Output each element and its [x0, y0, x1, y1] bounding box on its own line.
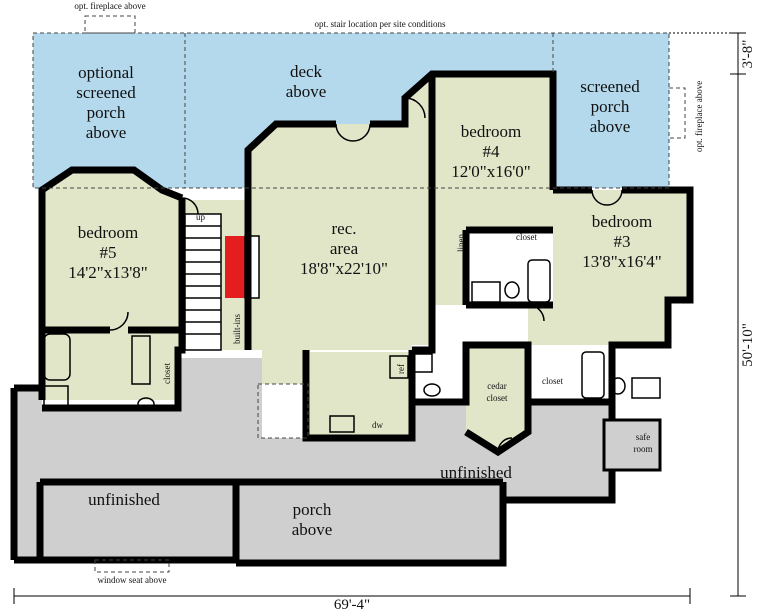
door-b3-porch[interactable]	[591, 189, 608, 206]
bedroom5-label-2: #5	[100, 243, 117, 262]
cedar-closet-label-2: closet	[487, 393, 508, 403]
fireplace-right-outline	[668, 87, 686, 139]
deck-label-1: deck	[290, 62, 323, 81]
porch-above-label-2: above	[292, 520, 333, 539]
bathtub-b4-icon	[527, 259, 551, 303]
bedroom4-label-3: 12'0"x16'0"	[451, 162, 531, 181]
safe-room-box	[602, 418, 662, 472]
room-fills	[42, 74, 690, 452]
window-seat-outline	[94, 559, 170, 573]
fireplace-top-outline	[84, 15, 136, 34]
toilet-hall-icon	[423, 383, 441, 397]
door-b5-bath[interactable]	[109, 311, 129, 331]
linen-label: linen	[456, 234, 466, 252]
optional-porch-label-1: optional	[78, 63, 134, 82]
closet-b3-label: closet	[542, 376, 563, 386]
cedar-closet-label-1: cedar	[487, 381, 506, 391]
rec-area-label-1: rec.	[331, 219, 356, 238]
optional-porch-label-4: above	[86, 123, 127, 142]
sink-hall-icon	[413, 353, 433, 373]
unfinished-area	[14, 358, 612, 563]
optional-porch-label-3: porch	[87, 103, 126, 122]
deck-label-2: above	[286, 82, 327, 101]
stair-option-outline	[257, 383, 309, 439]
door-b5-porch[interactable]	[181, 197, 199, 215]
toilet-b5-icon	[137, 397, 155, 411]
staircase[interactable]	[184, 213, 222, 351]
bedroom4-label-1: bedroom	[461, 122, 521, 141]
fireplace-right-note: opt. fireplace above	[694, 81, 704, 152]
unfinished-left-fill	[40, 430, 240, 560]
door-rec-deck-2[interactable]	[352, 123, 371, 142]
fireplace-top-note: opt. fireplace above	[74, 1, 145, 11]
up-label: up	[196, 212, 206, 222]
ref-label: ref	[396, 364, 406, 374]
bedroom5-fill	[42, 170, 182, 400]
bedroom3-label-3: 13'8"x16'4"	[582, 252, 662, 271]
bedroom5-label-3: 14'2"x13'8"	[68, 263, 148, 282]
fixtures	[43, 259, 662, 472]
room-labels: optional screened porch above deck above…	[68, 62, 662, 539]
bedroom3-label-2: #3	[614, 232, 631, 251]
depth-dimension: 50'-10"	[740, 323, 756, 367]
porch-outlines	[32, 15, 686, 573]
width-dimension: 69'-4"	[334, 597, 370, 613]
sink-b4-icon	[471, 281, 501, 303]
porch-depth-dimension: 3'-8"	[740, 40, 756, 69]
bedroom5-label-1: bedroom	[78, 223, 138, 242]
door-b4-deck[interactable]	[404, 97, 426, 119]
screened-porch-label-3: above	[590, 117, 631, 136]
bedroom3-label-1: bedroom	[592, 212, 652, 231]
screened-porch-label-1: screened	[580, 77, 640, 96]
rec-area-label-3: 18'8"x22'10"	[300, 259, 388, 278]
notes: opt. fireplace above opt. stair location…	[74, 1, 704, 585]
safe-room-label-2: room	[634, 444, 653, 454]
sink-b3-icon	[631, 377, 661, 399]
cedar-closet-fill	[466, 345, 528, 452]
door-b3-hall[interactable]	[527, 304, 545, 322]
dimension-lines	[13, 32, 746, 604]
door-rec-deck[interactable]	[335, 123, 354, 142]
unfinished-right-fill	[236, 440, 612, 502]
door-cedar[interactable]	[497, 437, 513, 453]
bathtub-icon	[43, 333, 71, 381]
bedroom3-fill	[528, 190, 690, 345]
fireplace	[225, 236, 245, 298]
screened-porch-fill	[553, 33, 669, 188]
unfinished-left-label: unfinished	[88, 490, 160, 509]
closet-b4-label: closet	[516, 232, 537, 242]
toilet-b4-icon	[504, 281, 520, 299]
bedroom4-label-2: #4	[483, 142, 501, 161]
bathtub-b3-icon	[581, 351, 605, 399]
porch-above-label-1: porch	[293, 500, 332, 519]
vanity-icon	[131, 335, 151, 385]
optional-porch-fill	[33, 33, 185, 188]
fridge-icon	[389, 355, 409, 379]
shower-icon	[43, 385, 69, 407]
kitchen-fill	[310, 352, 410, 437]
screened-porch-label-2: porch	[591, 97, 630, 116]
doors[interactable]	[109, 97, 623, 453]
bedroom4-fill	[432, 74, 553, 230]
built-ins-label: built-ins	[232, 314, 242, 344]
door-b3-porch-2[interactable]	[606, 189, 623, 206]
small-labels: up closet closet dw closet built-ins lin…	[162, 212, 563, 430]
unfinished-right-label: unfinished	[440, 463, 512, 482]
safe-room-label-1: safe	[636, 432, 651, 442]
closet-b5-label: closet	[162, 363, 172, 384]
kitchen-sink-icon	[329, 415, 355, 433]
optional-porch-label-2: screened	[76, 83, 136, 102]
stair-location-note: opt. stair location per site conditions	[315, 19, 446, 29]
walls	[10, 70, 694, 567]
toilet-b3-icon	[610, 377, 626, 395]
dw-label: dw	[372, 420, 384, 430]
window-seat-note: window seat above	[98, 575, 167, 585]
rec-area-label-2: area	[330, 239, 359, 258]
